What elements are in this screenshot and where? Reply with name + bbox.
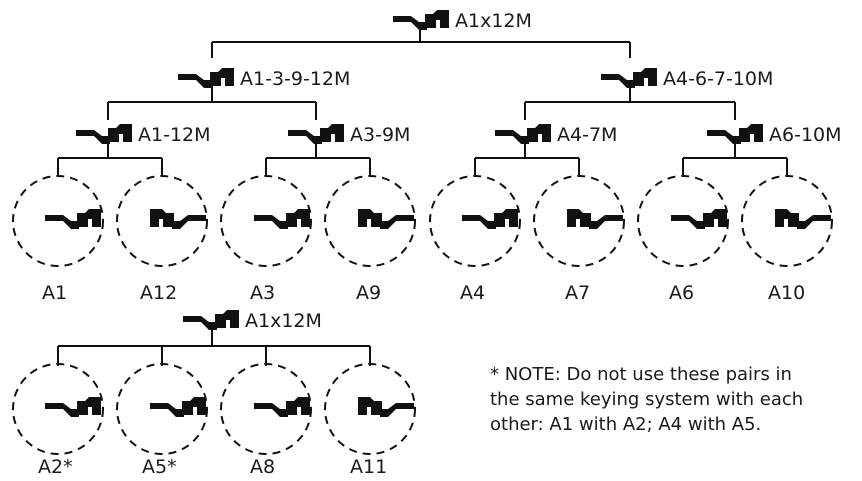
leaf-label: A10 — [768, 282, 805, 304]
connector-bottom-root — [57, 330, 371, 366]
tree-node-bottom-root: A1x12M — [183, 310, 322, 332]
key-icon — [183, 310, 239, 330]
key-icon — [707, 124, 763, 144]
key-icon — [178, 68, 234, 88]
leaf-a5: A5* — [116, 363, 208, 478]
node-label: A1-12M — [138, 124, 211, 146]
node-label: A4-7M — [557, 124, 617, 146]
key-icon — [393, 10, 449, 30]
leaf-label: A7 — [565, 282, 590, 304]
node-label: A6-10M — [769, 124, 842, 146]
pairing-note: * NOTE: Do not use these pairs in the sa… — [490, 364, 804, 435]
leaf-a6: A6 — [637, 175, 729, 304]
key-icon — [288, 124, 344, 144]
leaf-label: A6 — [669, 282, 694, 304]
key-icon — [775, 209, 831, 229]
leaf-a4: A4 — [429, 175, 521, 304]
leaf-a9: A9 — [324, 175, 416, 304]
key-icon — [45, 209, 101, 229]
node-label: A1x12M — [455, 10, 532, 32]
dashed-circle — [637, 175, 729, 267]
key-icon — [462, 209, 518, 229]
dashed-circle — [741, 175, 833, 267]
dashed-circle — [324, 175, 416, 267]
node-label: A4-6-7-10M — [663, 68, 773, 90]
leaf-label: A4 — [460, 282, 485, 304]
dashed-circle — [220, 175, 312, 267]
leaf-a2: A2* — [12, 363, 104, 478]
tree-node-a4-7m: A4-7M — [495, 124, 617, 146]
dashed-circle — [324, 363, 416, 455]
key-icon — [76, 124, 132, 144]
dashed-circle — [429, 175, 521, 267]
bottom-tree: A1x12M A2* A5* A8 A11 — [12, 310, 416, 478]
connector-a1-12m — [57, 144, 163, 176]
node-label: A3-9M — [350, 124, 410, 146]
tree-connectors — [57, 26, 788, 176]
key-icon — [45, 397, 101, 417]
leaf-label: A11 — [350, 456, 387, 478]
dashed-circle — [220, 363, 312, 455]
dashed-circle — [12, 363, 104, 455]
leaf-label: A5* — [142, 456, 177, 478]
key-icon — [358, 209, 414, 229]
key-icon — [601, 68, 657, 88]
key-icon — [671, 209, 727, 229]
tree-node-a4-6-7-10m: A4-6-7-10M — [601, 68, 773, 90]
key-icon — [150, 397, 206, 417]
connector-a1-3-9-12m — [107, 86, 317, 120]
leaf-label: A2* — [38, 456, 73, 478]
connector-a4-6-7-10m — [524, 86, 736, 120]
connector-a6-10m — [682, 144, 788, 176]
connector-a4-7m — [474, 144, 580, 176]
leaf-label: A1 — [42, 282, 67, 304]
tree-node-root: A1x12M — [393, 10, 532, 32]
leaf-label: A12 — [140, 282, 177, 304]
tree-node-a1-3-9-12m: A1-3-9-12M — [178, 68, 350, 90]
tree-node-a3-9m: A3-9M — [288, 124, 410, 146]
leaf-a3: A3 — [220, 175, 312, 304]
key-icon — [150, 209, 206, 229]
leaf-a11: A11 — [324, 363, 416, 478]
leaf-label: A8 — [250, 456, 275, 478]
tree-node-a6-10m: A6-10M — [707, 124, 842, 146]
dashed-circle — [116, 363, 208, 455]
connector-root — [211, 26, 631, 58]
dashed-circle — [533, 175, 625, 267]
leaf-a7: A7 — [533, 175, 625, 304]
leaf-a12: A12 — [116, 175, 208, 304]
key-icon — [254, 209, 310, 229]
connector-a3-9m — [265, 144, 371, 176]
node-label: A1x12M — [245, 310, 322, 332]
key-icon — [358, 397, 414, 417]
key-icon — [254, 397, 310, 417]
node-label: A1-3-9-12M — [240, 68, 350, 90]
leaf-a1: A1 — [12, 175, 104, 304]
tree-node-a1-12m: A1-12M — [76, 124, 211, 146]
leaf-a8: A8 — [220, 363, 312, 478]
key-icon — [567, 209, 623, 229]
key-icon — [495, 124, 551, 144]
leaf-label: A3 — [250, 282, 275, 304]
dashed-circle — [116, 175, 208, 267]
dashed-circle — [12, 175, 104, 267]
leaf-label: A9 — [356, 282, 381, 304]
leaf-a10: A10 — [741, 175, 833, 304]
